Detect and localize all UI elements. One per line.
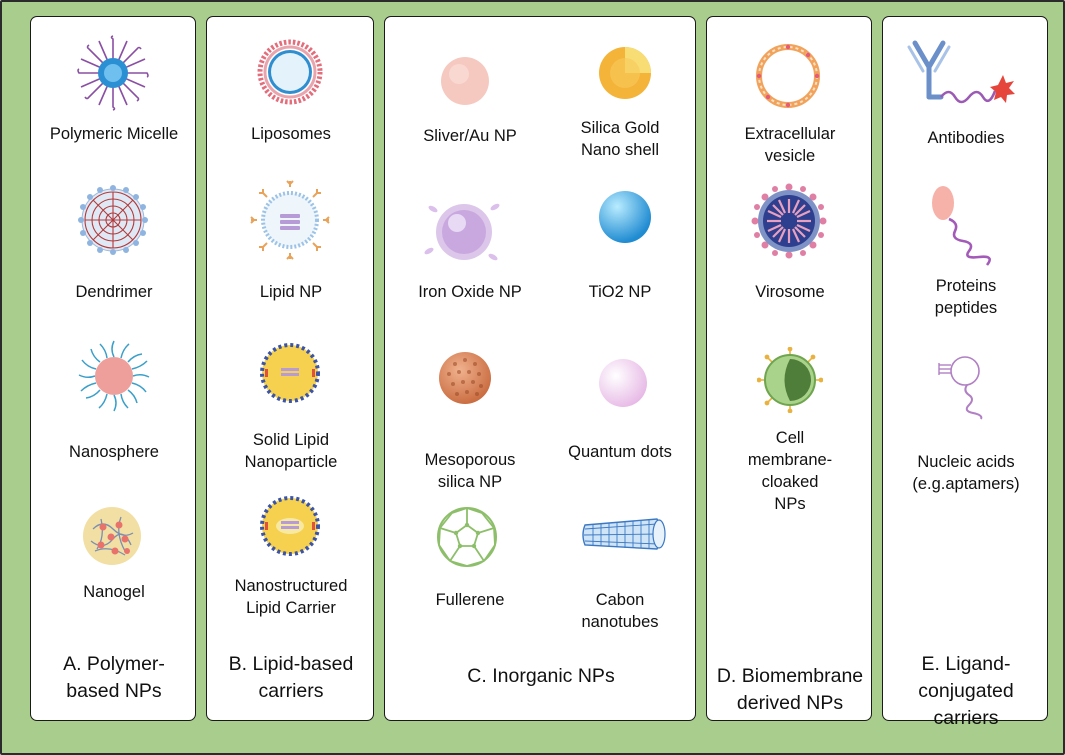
item-label: Cell membrane- cloaked NPs xyxy=(747,429,833,513)
panel-caption: A. Polymer- based NPs xyxy=(63,653,165,702)
nanogel-icon xyxy=(83,507,141,565)
silica-gold-nanoshell-icon xyxy=(599,47,651,99)
nanostructured-lipid-carrier-icon xyxy=(260,496,320,556)
item-label: Dendrimer xyxy=(75,283,153,301)
item-label: Nucleic acids (e.g.aptamers) xyxy=(912,453,1020,493)
item-label: Polymeric Micelle xyxy=(49,125,179,143)
fullerene-icon xyxy=(437,507,497,567)
extracellular-vesicle-icon xyxy=(756,44,820,108)
tio2-np-icon xyxy=(599,191,651,243)
item-label: Solid Lipid Nanoparticle xyxy=(244,431,338,471)
liposome-icon xyxy=(257,39,323,105)
virosome-icon xyxy=(751,183,827,259)
carbon-nanotubes-icon xyxy=(582,518,666,550)
item-label: Quantum dots xyxy=(568,443,672,461)
item-label: Virosome xyxy=(755,283,825,301)
mesoporous-silica-np-icon xyxy=(439,352,491,404)
item-label: Nanosphere xyxy=(69,443,159,461)
panel-polymer-based: Polymeric Micelle Dendrimer xyxy=(30,16,196,721)
item-label: Cabon nanotubes xyxy=(581,591,659,631)
item-label: Silica Gold Nano shell xyxy=(580,119,660,159)
item-label: Iron Oxide NP xyxy=(418,283,522,301)
item-label: Nanogel xyxy=(83,583,145,601)
item-label: Proteins peptides xyxy=(934,277,998,317)
panel-ligand-conjugated: Antibodies Proteins peptides Nucleic aci… xyxy=(882,16,1048,729)
item-label: Antibodies xyxy=(927,129,1005,147)
protein-peptide-icon xyxy=(932,186,991,266)
silver-gold-np-icon xyxy=(441,57,489,105)
polymeric-micelle-icon xyxy=(77,35,149,111)
panel-caption: D. Biomembrane derived NPs xyxy=(716,665,864,714)
panel-lipid-based: Liposomes Lipid NP Solid Lipid Nanoparti… xyxy=(206,16,374,721)
item-label: Lipid NP xyxy=(259,283,323,301)
item-label: Nanostructured Lipid Carrier xyxy=(234,577,348,617)
item-label: Liposomes xyxy=(251,125,331,143)
dendrimer-icon xyxy=(78,185,148,255)
panel-caption: C. Inorganic NPs xyxy=(467,665,615,687)
iron-oxide-np-icon xyxy=(424,203,500,261)
cell-membrane-cloaked-np-icon xyxy=(757,347,823,413)
item-label: Mesoporous silica NP xyxy=(424,451,516,491)
item-label: Fullerene xyxy=(435,591,505,609)
antibody-icon xyxy=(907,40,1015,104)
quantum-dots-icon xyxy=(599,359,647,407)
item-label: Sliver/Au NP xyxy=(423,127,517,145)
solid-lipid-nanoparticle-icon xyxy=(260,343,320,403)
lipid-np-icon xyxy=(250,180,330,260)
item-label: Extracellular vesicle xyxy=(744,125,836,165)
panel-biomembrane-derived: Extracellular vesicle Virosome xyxy=(706,16,872,721)
panel-caption: E. Ligand- conjugated carriers xyxy=(918,653,1014,729)
panel-inorganic: Sliver/Au NP Silica Gold Nano shell Iron… xyxy=(384,16,696,721)
panel-caption: B. Lipid-based carriers xyxy=(228,653,354,702)
item-label: TiO2 NP xyxy=(588,283,652,301)
nanosphere-icon xyxy=(78,340,150,412)
nucleic-acid-aptamer-icon xyxy=(938,356,983,420)
